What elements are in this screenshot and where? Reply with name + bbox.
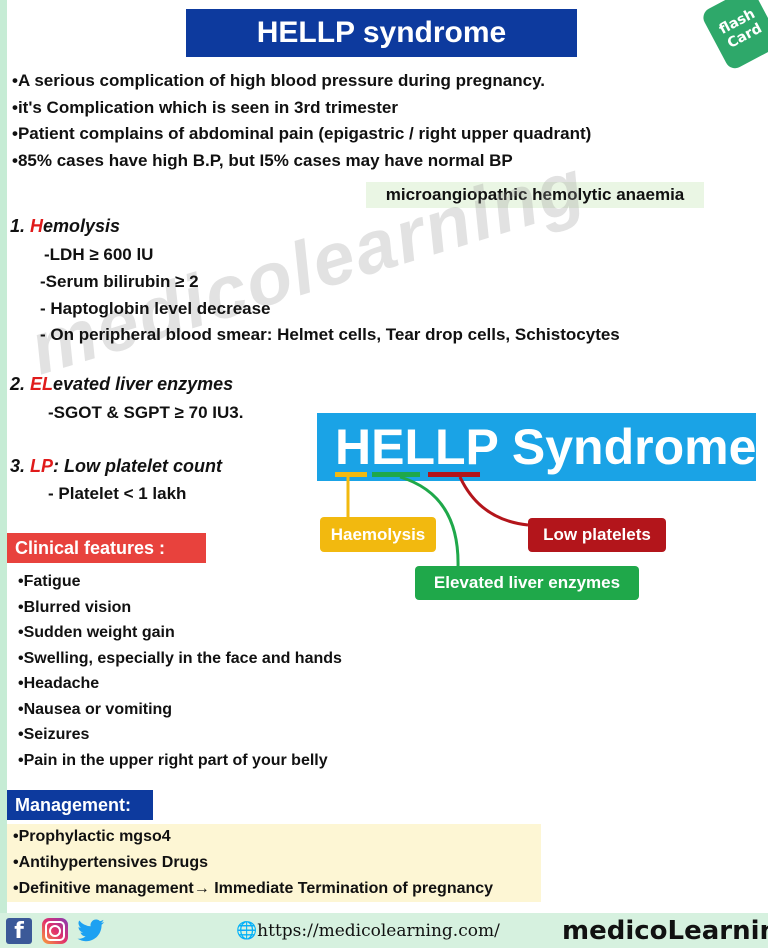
elevated-liver-tag: Elevated liver enzymes (415, 566, 639, 600)
intro-item: •Patient complains of abdominal pain (ep… (12, 124, 592, 143)
list-item: •Fatigue (18, 573, 81, 590)
globe-icon: 🌐 (236, 921, 258, 941)
section-number: 1. (10, 216, 31, 236)
left-accent-bar (0, 0, 7, 948)
list-item: •Seizures (18, 726, 90, 743)
website-link[interactable]: 🌐https://medicolearning.com/ (236, 921, 500, 941)
intro-list: •A serious complication of high blood pr… (12, 68, 591, 174)
list-item: •Headache (18, 675, 100, 692)
acronym-letter: LP (30, 456, 54, 476)
list-item: •Pain in the upper right part of your be… (18, 751, 328, 769)
hellp-diagram-banner: HELLP Syndrome (317, 413, 756, 481)
clinical-features-list: •Fatigue •Blurred vision •Sudden weight … (18, 569, 342, 773)
mha-label: microangiopathic hemolytic anaemia (366, 182, 704, 208)
platelet-item: - Platelet < 1 lakh (48, 484, 187, 503)
intro-item: •85% cases have high B.P, but I5% cases … (12, 150, 513, 170)
flash-card-badge: flash Card (699, 0, 768, 72)
clinical-features-heading: Clinical features : (7, 533, 206, 563)
list-item: •Antihypertensives Drugs (13, 854, 208, 871)
liver-heading: 2. ELevated liver enzymes (10, 374, 233, 395)
hemolysis-item: -Serum bilirubin ≥ 2 (40, 272, 199, 291)
low-platelets-tag: Low platelets (528, 518, 666, 552)
section-number: 2. (10, 374, 31, 394)
list-item: •Sudden weight gain (18, 624, 175, 641)
facebook-icon[interactable]: f (6, 918, 32, 944)
hemolysis-item: - On peripheral blood smear: Helmet cell… (40, 325, 620, 344)
twitter-icon[interactable] (76, 919, 106, 943)
haemolysis-tag: Haemolysis (320, 517, 436, 552)
intro-item: •A serious complication of high blood pr… (12, 71, 546, 90)
acronym-letter: EL (30, 374, 54, 394)
management-heading: Management: (7, 790, 153, 820)
footer: f 🌐https://medicolearning.com/ medicoLea… (0, 913, 768, 948)
haemolysis-underline (335, 472, 367, 477)
heading-rest: emolysis (43, 216, 121, 236)
heading-rest: evated liver enzymes (53, 374, 234, 394)
list-item: •Blurred vision (18, 598, 132, 616)
diagram-connectors (335, 472, 529, 569)
management-list: •Prophylactic mgso4 •Antihypertensives D… (7, 824, 541, 902)
acronym-letter: H (30, 216, 44, 236)
hemolysis-item: -LDH ≥ 600 lU (44, 245, 154, 264)
elevated-underline (372, 472, 420, 477)
instagram-icon[interactable] (42, 918, 68, 944)
hemolysis-heading: 1. Hemolysis (10, 216, 120, 237)
list-item: •Definitive management→ Immediate Termin… (13, 880, 494, 897)
lowplatelet-underline (428, 472, 480, 477)
section-number: 3. (10, 456, 31, 476)
lowplatelet-connector (458, 476, 529, 527)
heading-rest: : Low platelet count (53, 456, 223, 476)
liver-item: -SGOT & SGPT ≥ 70 IU3. (48, 403, 244, 422)
platelet-heading: 3. LP: Low platelet count (10, 456, 222, 477)
page-title: HELLP syndrome (186, 9, 577, 57)
watermark: medicolearning (20, 142, 595, 391)
list-item: •Prophylactic mgso4 (13, 828, 171, 845)
website-url: https://medicolearning.com/ (257, 921, 500, 941)
elevated-connector (399, 475, 460, 569)
hemolysis-item: - Haptoglobin level decrease (40, 299, 271, 318)
brand-logo: medicoLearning (562, 916, 768, 946)
intro-item: •it's Complication which is seen in 3rd … (12, 97, 398, 117)
list-item: •Swelling, especially in the face and ha… (18, 649, 342, 667)
list-item: •Nausea or vomiting (18, 700, 173, 718)
